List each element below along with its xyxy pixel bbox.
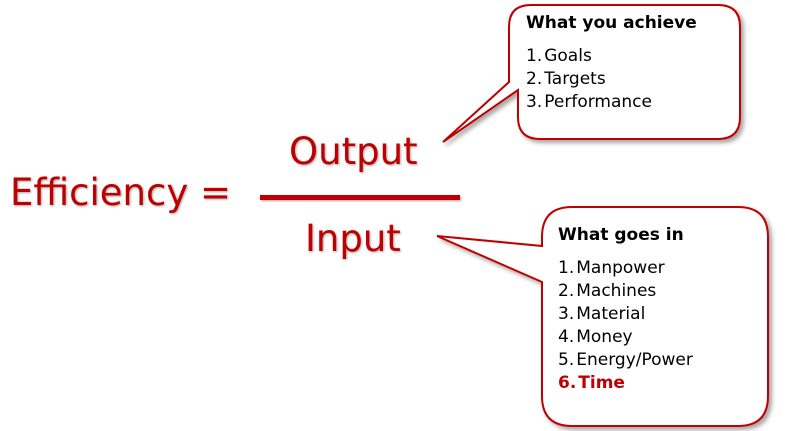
achieve-list-item: 2.Targets [526,68,697,91]
list-item-label: Material [576,304,646,324]
list-item-label: Goals [544,46,592,66]
list-item-number: 2. [558,281,575,301]
achieve-callout: What you achieve 1.Goals 2.Targets 3.Per… [526,13,697,114]
formula-lhs: Efficiency = [10,171,231,214]
fraction-bar [260,195,460,200]
list-item-number: 2. [526,69,543,89]
achieve-list: 1.Goals 2.Targets 3.Performance [526,45,697,114]
list-item-number: 6. [558,373,577,393]
goes-in-list-item: 5.Energy/Power [558,349,693,372]
formula-denominator: Input [305,217,401,260]
goes-in-list-item: 4.Money [558,326,693,349]
goes-in-list-item: 2.Machines [558,280,693,303]
goes-in-callout-title: What goes in [558,225,684,245]
goes-in-callout: What goes in 1.Manpower 2.Machines 3.Mat… [558,225,693,395]
list-item-label: Manpower [576,258,665,278]
formula-numerator: Output [289,130,418,173]
goes-in-list-item-highlighted: 6.Time [558,372,693,395]
list-item-number: 5. [558,350,575,370]
list-item-number: 3. [526,92,543,112]
list-item-label: Performance [544,92,652,112]
list-item-label: Targets [544,69,606,89]
goes-in-callout-bubble [436,206,769,427]
goes-in-list-item: 3.Material [558,303,693,326]
list-item-number: 1. [558,258,575,278]
achieve-callout-bubble [442,4,741,143]
list-item-number: 1. [526,46,543,66]
achieve-list-item: 3.Performance [526,91,697,114]
list-item-number: 4. [558,327,575,347]
list-item-label: Time [578,373,625,393]
list-item-label: Machines [576,281,657,301]
list-item-label: Money [576,327,633,347]
list-item-label: Energy/Power [576,350,693,370]
achieve-callout-title: What you achieve [526,13,697,33]
goes-in-list: 1.Manpower 2.Machines 3.Material 4.Money… [558,257,693,395]
goes-in-list-item: 1.Manpower [558,257,693,280]
list-item-number: 3. [558,304,575,324]
achieve-list-item: 1.Goals [526,45,697,68]
